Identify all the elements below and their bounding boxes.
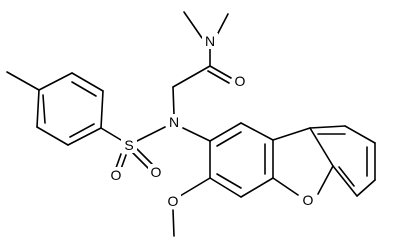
bond-so-1a [115, 153, 122, 169]
atom-label-o-methoxy: O [168, 193, 179, 209]
bond-dbf-b2 [344, 125, 376, 144]
bond-s-aryl [100, 127, 122, 141]
atom-o-sulfonyl-1: O [108, 167, 124, 183]
atom-label-o-furan: O [303, 192, 314, 208]
bond-dbf-b-inner-3 [338, 166, 355, 187]
bond-tol-inner-2 [42, 94, 46, 124]
bond-furan-1 [272, 127, 311, 141]
atom-s-sulfonyl: S [121, 136, 137, 153]
atom-label-n-amide: N [205, 33, 215, 49]
bond-tol-3 [38, 72, 73, 91]
atom-labels: N O N S O O O O [108, 33, 316, 209]
bond-tol-2 [71, 72, 104, 92]
atom-o-sulfonyl-2: O [148, 164, 164, 180]
atom-label-s-sulfonyl: S [124, 137, 133, 153]
bond-so-1b [120, 154, 127, 170]
bond-tol-1 [100, 90, 104, 129]
atom-label-o-sulfonyl-1: O [111, 167, 122, 183]
bond-co-double-a [209, 65, 232, 79]
bond-dbf-a-inner-1 [216, 131, 242, 147]
bond-so-2a [132, 152, 149, 169]
bond-ch2-n [172, 86, 175, 116]
bond-nme-1 [183, 11, 203, 39]
bond-so-2b [136, 148, 153, 165]
atom-o-furan: O [300, 192, 316, 208]
atom-label-n-sulfonamide: N [169, 114, 179, 130]
bond-dbf-b4 [356, 179, 376, 197]
bond-tol-inner-1 [71, 81, 97, 97]
bond-n-aryl [182, 127, 211, 142]
bond-dbf-a5 [209, 177, 242, 198]
atom-label-o-carbonyl: O [235, 73, 246, 89]
bond-dbf-a1 [209, 122, 242, 142]
bond-tol-5 [36, 126, 69, 146]
bond-methoxy-ch3 [172, 209, 175, 237]
bond-furan-4 [309, 127, 334, 167]
bond-dbf-a-inner-3 [216, 173, 242, 189]
bond-tol-methyl [6, 71, 40, 91]
bonds [6, 11, 376, 237]
bond-dbf-a4 [240, 177, 274, 198]
bond-furan-2 [272, 177, 299, 196]
bond-furan-3 [317, 165, 334, 195]
atom-n-sulfonamide: N [166, 114, 182, 130]
atom-label-o-sulfonyl-2: O [151, 164, 162, 180]
bond-tol-4 [36, 89, 40, 128]
bond-dbf-b5 [332, 165, 358, 197]
bond-methoxy-o [179, 177, 211, 197]
bond-n-s [136, 126, 166, 142]
atom-n-amide: N [202, 33, 218, 49]
bond-dbf-a2 [240, 122, 274, 141]
atom-o-carbonyl: O [232, 73, 248, 89]
bond-tol-6 [67, 127, 102, 146]
bond-co-double-b [207, 70, 230, 84]
atom-o-methoxy: O [165, 193, 181, 209]
bond-carbonyl-ch2 [172, 65, 211, 88]
bond-tol-inner-3 [69, 123, 95, 138]
bond-dbf-b1 [309, 125, 346, 129]
